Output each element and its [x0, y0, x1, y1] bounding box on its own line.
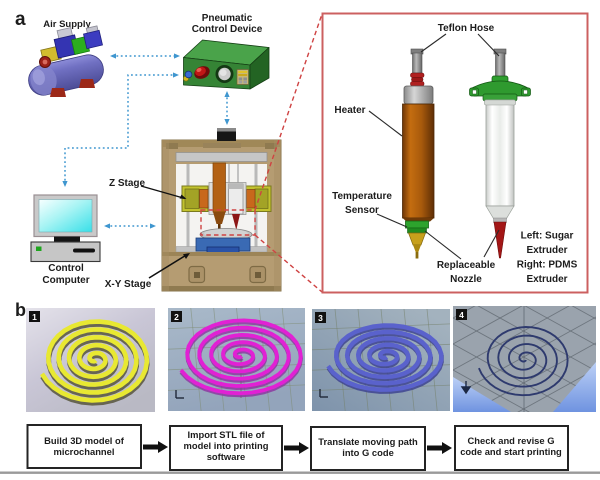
- svg-text:Sensor: Sensor: [345, 205, 379, 216]
- svg-text:Temperature: Temperature: [332, 191, 392, 202]
- svg-text:Import STL file of: Import STL file of: [188, 429, 266, 440]
- svg-text:Control Device: Control Device: [192, 24, 263, 35]
- svg-text:Computer: Computer: [42, 275, 89, 286]
- svg-text:software: software: [207, 451, 246, 462]
- svg-text:Teflon Hose: Teflon Hose: [438, 23, 495, 34]
- svg-text:Nozzle: Nozzle: [450, 274, 482, 285]
- svg-text:Translate moving path: Translate moving path: [318, 436, 418, 447]
- svg-text:into G code: into G code: [342, 447, 394, 458]
- svg-text:microchannel: microchannel: [54, 446, 115, 457]
- svg-text:Left: Sugar: Left: Sugar: [521, 231, 574, 242]
- svg-text:code and start printing: code and start printing: [460, 446, 562, 457]
- svg-text:Right: PDMS: Right: PDMS: [517, 260, 578, 271]
- svg-text:model into printing: model into printing: [184, 440, 269, 451]
- svg-text:a: a: [15, 9, 26, 30]
- svg-text:X-Y Stage: X-Y Stage: [105, 279, 152, 290]
- svg-text:Pneumatic: Pneumatic: [202, 13, 253, 24]
- svg-text:Check and revise G: Check and revise G: [467, 435, 554, 446]
- svg-text:Replaceable: Replaceable: [437, 260, 496, 271]
- svg-text:Build 3D model of: Build 3D model of: [44, 435, 125, 446]
- svg-text:Z Stage: Z Stage: [109, 178, 146, 189]
- svg-text:1: 1: [32, 312, 37, 322]
- svg-text:b: b: [15, 300, 26, 320]
- svg-text:2: 2: [174, 312, 179, 322]
- svg-text:Control: Control: [48, 263, 84, 274]
- svg-text:Heater: Heater: [334, 105, 365, 116]
- svg-text:Extruder: Extruder: [526, 274, 567, 285]
- svg-text:Air Supply: Air Supply: [43, 19, 91, 30]
- svg-text:3: 3: [318, 313, 323, 323]
- svg-text:4: 4: [459, 310, 464, 320]
- svg-text:Extruder: Extruder: [526, 245, 567, 256]
